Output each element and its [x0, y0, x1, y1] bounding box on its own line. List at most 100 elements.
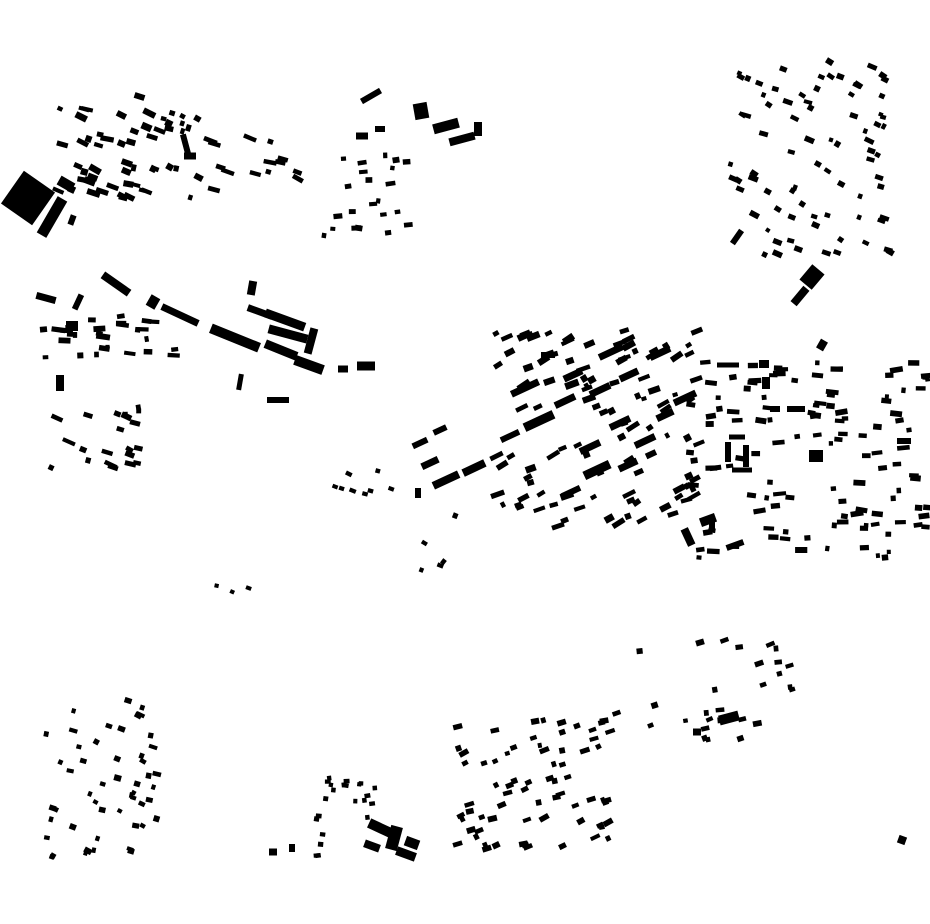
building — [185, 123, 192, 132]
building — [685, 401, 696, 408]
building — [489, 450, 504, 462]
building — [599, 717, 609, 725]
building — [490, 489, 506, 500]
building — [76, 176, 86, 183]
building — [731, 417, 743, 423]
building — [709, 520, 715, 530]
building — [364, 814, 370, 821]
building — [52, 186, 65, 195]
building — [538, 812, 550, 823]
building — [526, 478, 535, 487]
building — [43, 835, 51, 841]
building — [330, 226, 336, 232]
building — [682, 433, 693, 443]
building — [866, 62, 878, 71]
building — [267, 324, 309, 344]
building — [803, 99, 813, 106]
building — [658, 501, 672, 513]
building — [130, 163, 137, 172]
building — [753, 507, 766, 515]
building — [525, 330, 541, 342]
building — [523, 473, 533, 482]
building — [160, 115, 167, 122]
building — [491, 758, 499, 765]
building — [101, 448, 114, 457]
building — [812, 432, 822, 438]
building — [687, 482, 699, 488]
building — [621, 333, 636, 345]
building — [432, 117, 460, 135]
building — [385, 824, 403, 852]
building — [141, 317, 152, 325]
building — [372, 785, 378, 791]
building — [120, 166, 132, 177]
building — [354, 224, 363, 232]
building — [881, 397, 892, 405]
building — [139, 822, 146, 829]
building — [633, 467, 645, 477]
building — [743, 385, 751, 392]
building — [834, 436, 843, 443]
building — [62, 437, 76, 447]
building — [535, 799, 542, 806]
building — [573, 722, 581, 730]
building — [67, 214, 77, 226]
building — [751, 450, 761, 457]
building — [727, 161, 734, 168]
building — [452, 840, 463, 848]
building — [495, 459, 509, 471]
building — [103, 459, 118, 470]
building — [68, 727, 78, 734]
building — [655, 408, 675, 422]
building — [353, 798, 358, 804]
building — [289, 844, 295, 852]
building — [773, 205, 782, 214]
building — [761, 394, 767, 401]
building — [705, 716, 714, 723]
building — [106, 182, 120, 192]
building — [379, 212, 387, 217]
building — [915, 386, 926, 391]
building — [132, 460, 142, 466]
building — [752, 719, 763, 728]
building — [776, 670, 783, 677]
building — [367, 818, 393, 838]
building — [832, 248, 842, 257]
building — [559, 489, 575, 501]
building — [267, 397, 289, 403]
building — [184, 152, 196, 160]
building — [810, 220, 821, 230]
building — [76, 137, 90, 148]
building — [403, 835, 421, 851]
building — [472, 833, 480, 841]
building — [687, 490, 701, 502]
building — [522, 362, 534, 373]
building — [138, 187, 146, 193]
building — [113, 755, 122, 763]
building — [762, 405, 775, 411]
building — [72, 331, 78, 338]
building — [384, 229, 392, 236]
building — [550, 760, 557, 768]
building — [622, 488, 637, 500]
building — [583, 339, 596, 349]
building — [520, 785, 530, 794]
building — [601, 798, 610, 806]
building — [344, 470, 353, 478]
building — [790, 405, 797, 412]
building — [785, 494, 795, 501]
building — [164, 118, 174, 128]
building — [87, 790, 93, 797]
building — [602, 817, 614, 828]
building — [674, 492, 684, 501]
building — [840, 513, 849, 520]
building — [84, 456, 92, 464]
building — [865, 156, 876, 163]
building — [83, 846, 93, 856]
building — [615, 354, 628, 366]
building — [728, 373, 737, 381]
building — [877, 464, 888, 472]
building — [436, 562, 444, 569]
building — [145, 772, 152, 780]
building — [79, 757, 88, 765]
